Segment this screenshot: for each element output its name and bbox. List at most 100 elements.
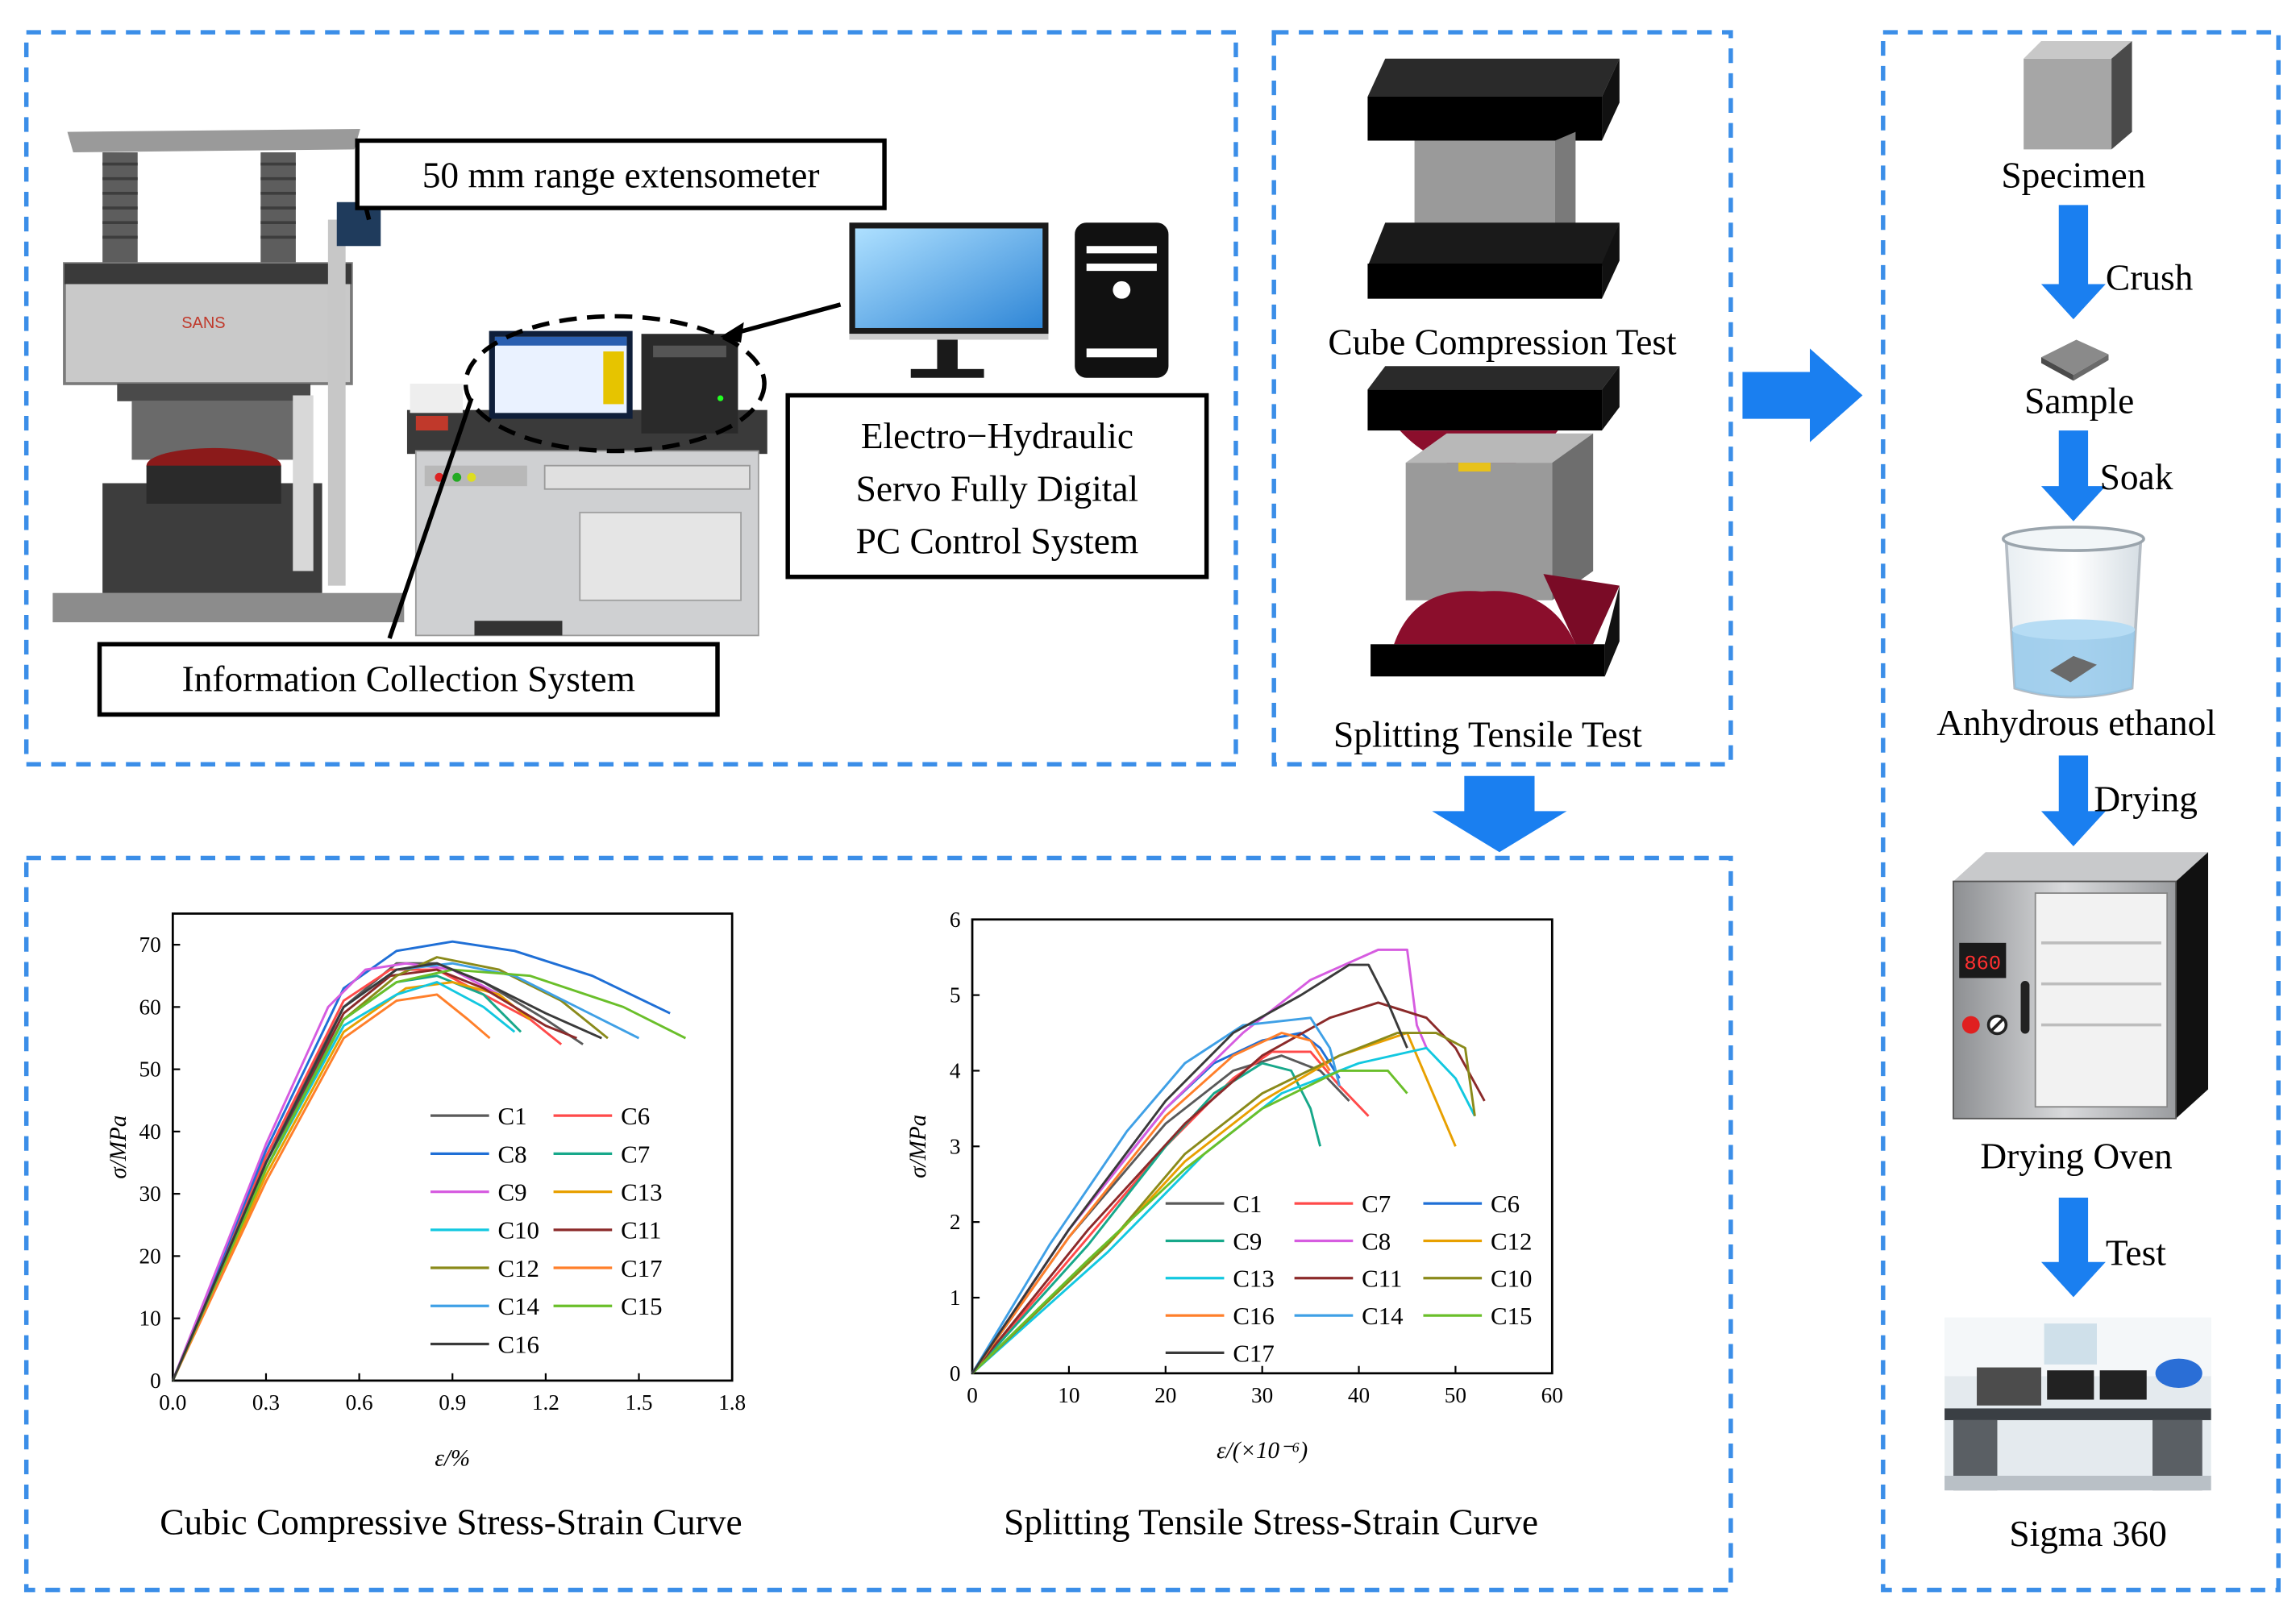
tensile-legend-label: C13 <box>1233 1265 1274 1293</box>
tensile-series-c15 <box>971 1069 1408 1374</box>
compression-legend-label: C1 <box>498 1102 527 1130</box>
compression-y-tick-label: 20 <box>139 1244 161 1268</box>
compression-x-tick-label: 0.9 <box>439 1390 466 1415</box>
compression-x-tick-label: 0.6 <box>346 1390 373 1415</box>
equipment-panel-border <box>23 30 1238 767</box>
tensile-series-c16 <box>971 1032 1331 1374</box>
compression-series-c17 <box>172 993 491 1381</box>
step-label-oven: Drying Oven <box>1980 1136 2173 1177</box>
tensile-y-tick-label: 6 <box>950 908 961 932</box>
extensometer-label-box <box>355 138 887 210</box>
arrow-label-test: Test <box>2106 1232 2166 1273</box>
tensile-x-axis-label: ε/(×10⁻⁶) <box>1217 1438 1308 1464</box>
compression-legend-label: C15 <box>621 1292 662 1320</box>
arrow-label-soak: Soak <box>2100 457 2173 497</box>
tensile-y-tick-label: 4 <box>950 1059 961 1083</box>
pointer-arrowhead <box>720 322 744 343</box>
compression-legend-label: C12 <box>498 1254 539 1282</box>
compression-legend-label: C10 <box>498 1216 539 1244</box>
tensile-legend-label: C1 <box>1233 1190 1262 1218</box>
step-label-specimen: Specimen <box>2001 156 2145 196</box>
compression-y-tick-label: 0 <box>150 1369 161 1393</box>
tensile-x-tick-label: 60 <box>1541 1383 1563 1407</box>
info-system-label: Information Collection System <box>182 659 635 699</box>
charts-panel-border <box>23 855 1733 1593</box>
tensile-series-c17 <box>971 963 1408 1374</box>
tensile-series-c14 <box>971 1016 1341 1374</box>
info-system-label-box <box>97 642 720 717</box>
tensile-x-tick-label: 0 <box>967 1383 978 1407</box>
compression-series-c15 <box>171 968 687 1381</box>
down-arrow-to-charts <box>1432 775 1567 853</box>
control-system-label-box <box>785 393 1209 580</box>
compression-legend-label: C13 <box>621 1178 662 1206</box>
oven-display-readout: 860 <box>1964 953 2001 976</box>
testing-machine-photo: SANS <box>52 128 405 623</box>
tensile-y-tick-label: 2 <box>950 1210 961 1234</box>
specimen-cube-icon <box>2024 40 2132 150</box>
compression-y-tick-label: 60 <box>139 995 161 1019</box>
computer-tower-icon <box>1075 222 1169 378</box>
compression-x-tick-label: 1.8 <box>718 1390 746 1415</box>
compression-legend-label: C9 <box>498 1178 527 1206</box>
tensile-legend-label: C8 <box>1362 1227 1391 1255</box>
tensile-legend-label: C15 <box>1491 1302 1532 1330</box>
step-label-sample: Sample <box>2024 380 2134 421</box>
step-label-ethanol: Anhydrous ethanol <box>1936 703 2216 743</box>
compression-x-tick-label: 0.0 <box>159 1390 186 1415</box>
compression-x-axis-label: ε/% <box>435 1445 470 1471</box>
beaker-icon <box>2001 526 2145 699</box>
compression-series-c13 <box>172 981 531 1381</box>
tensile-y-tick-label: 0 <box>950 1361 961 1386</box>
tensile-x-tick-label: 10 <box>1058 1383 1079 1407</box>
control-system-label-line-1: Electro−Hydraulic <box>861 416 1133 456</box>
arrow-label-crush: Crush <box>2106 258 2194 298</box>
tensile-series-c11 <box>971 1001 1486 1374</box>
compression-y-tick-label: 70 <box>139 933 161 957</box>
compression-legend-label: C16 <box>498 1330 539 1358</box>
panel-borders <box>23 30 2281 1593</box>
compression-series-c10 <box>171 981 516 1381</box>
tensile-x-tick-label: 40 <box>1348 1383 1370 1407</box>
sem-lab-photo <box>1945 1317 2211 1491</box>
tensile-y-axis-label: σ/MPa <box>905 1115 931 1178</box>
machine-brand: SANS <box>181 314 225 332</box>
tests-panel-border <box>1271 30 1733 767</box>
extensometer-label: 50 mm range extensometer <box>422 156 820 196</box>
tensile-y-tick-label: 5 <box>950 983 961 1008</box>
compression-series-c14 <box>171 962 640 1381</box>
splitting-tensile-illustration <box>1367 366 1620 677</box>
monitor-icon <box>849 222 1049 378</box>
oven-icon: 860 <box>1953 852 2209 1120</box>
compression-series-c8 <box>171 940 671 1381</box>
tensile-legend-label: C16 <box>1233 1302 1274 1330</box>
compression-y-tick-label: 30 <box>139 1182 161 1206</box>
compression-series-c12 <box>171 956 609 1381</box>
control-system-label-line-3: PC Control System <box>856 521 1139 562</box>
arrow-drying <box>2040 755 2106 846</box>
splitting-test-label: Splitting Tensile Test <box>1333 714 1642 754</box>
tensile-series-c1 <box>971 1054 1350 1374</box>
arrow-crush <box>2040 205 2106 320</box>
control-system-label-line-2: Servo Fully Digital <box>856 468 1139 509</box>
compression-y-tick-label: 10 <box>139 1307 161 1331</box>
tensile-series-c8 <box>971 948 1428 1374</box>
sample-chip-icon <box>2040 339 2109 381</box>
tensile-legend-label: C10 <box>1491 1265 1532 1293</box>
tensile-y-tick-label: 3 <box>950 1134 961 1158</box>
cube-compression-illustration <box>1367 58 1620 299</box>
equipment-panel: SANS <box>52 128 1209 717</box>
tensile-series-c13 <box>971 1046 1476 1374</box>
step-label-sigma: Sigma 360 <box>2009 1514 2166 1554</box>
tensile-x-tick-label: 50 <box>1445 1383 1466 1407</box>
tensile-series-c10 <box>971 1032 1476 1374</box>
micro-panel-border <box>1881 30 2281 1593</box>
tensile-legend-label: C9 <box>1233 1227 1262 1255</box>
compression-series-c16 <box>171 962 602 1381</box>
tensile-legend-label: C11 <box>1362 1265 1402 1293</box>
tensile-legend-label: C12 <box>1491 1227 1532 1255</box>
right-arrow-to-micro <box>1742 348 1863 442</box>
compression-legend-label: C6 <box>621 1102 650 1130</box>
compression-y-tick-label: 50 <box>139 1057 161 1082</box>
